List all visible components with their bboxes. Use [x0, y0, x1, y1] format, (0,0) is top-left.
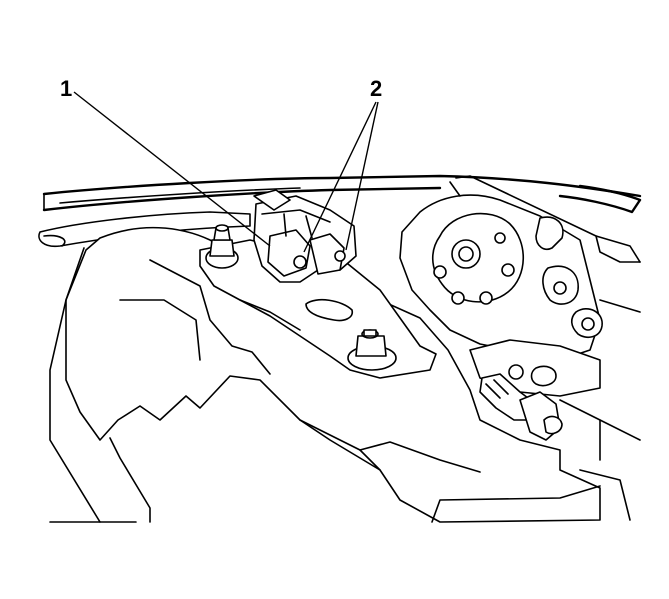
leader-2a — [303, 101, 377, 253]
leader-1 — [73, 91, 271, 247]
lower-link-connector — [469, 339, 641, 461]
seat-track-upper-rail — [42, 174, 642, 214]
switch-pin-1 — [293, 255, 307, 269]
bracket-nut-center — [347, 329, 397, 371]
callout-label-2: 2 — [370, 76, 382, 101]
callout-label-1: 1 — [60, 76, 72, 101]
seat-frame-body — [49, 226, 631, 523]
bracket-nut-left — [205, 224, 239, 269]
bracket-slot — [305, 298, 354, 322]
recliner-mechanism — [399, 175, 641, 361]
switch-pin-2 — [334, 250, 346, 262]
switch-connector-assembly — [253, 189, 357, 283]
callout-leaders — [73, 91, 379, 253]
leader-2b — [345, 101, 379, 251]
